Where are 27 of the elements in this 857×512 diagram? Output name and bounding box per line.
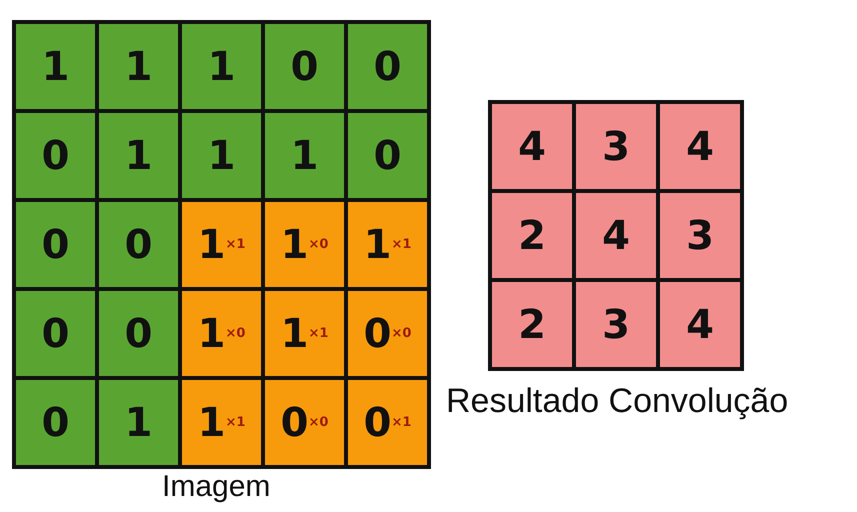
matrix-cell: 1 bbox=[99, 380, 178, 465]
result-cell: 4 bbox=[660, 282, 740, 367]
grid-caption: Resultado Convolução bbox=[446, 382, 788, 421]
result-cell: 2 bbox=[492, 282, 572, 367]
grid-caption: Imagem bbox=[162, 470, 270, 504]
matrix-cell: 1 bbox=[99, 113, 178, 198]
matrix-cell: 0 bbox=[348, 24, 427, 109]
result-cell: 4 bbox=[576, 193, 656, 278]
result-cell: 3 bbox=[576, 104, 656, 189]
matrix-cell: 0 bbox=[99, 202, 178, 287]
matrix-cell: 1 bbox=[99, 24, 178, 109]
matrix-cell: 1 bbox=[16, 24, 95, 109]
matrix-cell: 1 bbox=[265, 113, 344, 198]
matrix-cell: 0 bbox=[16, 202, 95, 287]
matrix-cell: 0 bbox=[99, 291, 178, 376]
matrix-cell: 0 bbox=[16, 113, 95, 198]
result-cell: 4 bbox=[492, 104, 572, 189]
matrix-cell: 0 bbox=[16, 380, 95, 465]
result-cell: 3 bbox=[576, 282, 656, 367]
matrix-cell: 0 bbox=[265, 24, 344, 109]
matrix-cell: 1 bbox=[182, 24, 261, 109]
matrix-cell: 0 bbox=[348, 113, 427, 198]
result-cell: 4 bbox=[660, 104, 740, 189]
matrix-cell: 1 bbox=[182, 113, 261, 198]
matrix-cell: 0 bbox=[16, 291, 95, 376]
result-cell: 3 bbox=[660, 193, 740, 278]
result-cell: 2 bbox=[492, 193, 572, 278]
